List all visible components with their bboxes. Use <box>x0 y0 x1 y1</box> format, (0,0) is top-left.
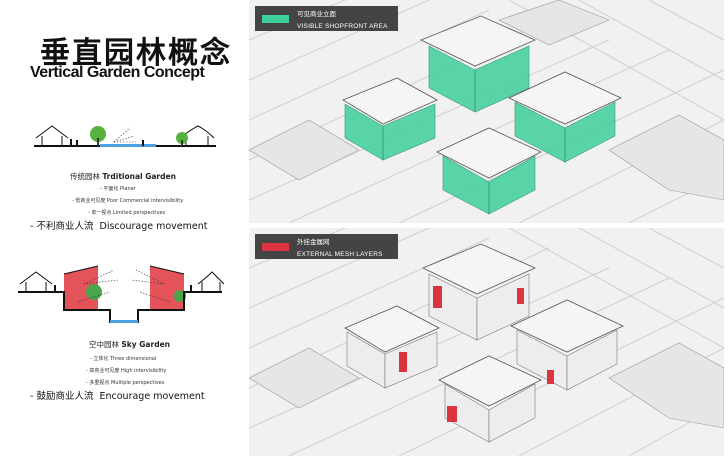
legend-swatch-green <box>262 14 289 23</box>
sky-garden-section <box>18 265 224 323</box>
mesh-panel <box>547 370 554 384</box>
building-b <box>420 15 536 113</box>
shopfront-axonometric-panel: 可见商业立面 VISIBLE SHOPFRONT AREA <box>249 0 724 223</box>
tree-left <box>90 126 106 142</box>
water-strip <box>100 144 156 147</box>
sunken-ground-line <box>18 291 222 323</box>
sky-caption: 空中园林 Sky Garden <box>89 340 170 349</box>
legend-swatch-red <box>262 242 289 251</box>
mesh-panel <box>399 352 407 372</box>
tree-right <box>176 132 188 144</box>
shopfront-axonometric-drawing <box>249 0 724 223</box>
traditional-point-3: - 单一视点 Limited perspectives <box>88 210 166 216</box>
traditional-caption: 传统园林 Trditional Garden <box>70 172 176 181</box>
sky-point-1: - 立体化 Three dimensional <box>90 356 157 362</box>
building-a <box>342 77 438 161</box>
mesh-building-a <box>344 305 440 389</box>
mesh-panel <box>433 286 442 308</box>
pavilion-roof-left <box>35 125 69 139</box>
sky-flow: - 鼓励商业人流 Encourage movement <box>30 391 205 402</box>
mesh-building-b <box>422 243 536 341</box>
mesh-axonometric-drawing <box>249 228 724 456</box>
traditional-point-1: - 平面化 Planar <box>100 186 136 192</box>
building-c <box>508 71 622 163</box>
sky-water-strip <box>110 320 138 323</box>
sky-point-3: - 多重视点 Multiple perspectives <box>86 380 165 386</box>
legend-visible-shopfront: 可见商业立面 VISIBLE SHOPFRONT AREA <box>255 6 398 31</box>
traditional-point-2: - 低商业可见度 Poor Commercial intervisibility <box>72 198 184 204</box>
mesh-axonometric-panel: 外挂金属网 EXTERNAL MESH LAYERS <box>249 228 724 456</box>
mesh-building-d <box>438 355 542 443</box>
mesh-building-c <box>510 299 624 391</box>
building-d <box>436 127 542 215</box>
mesh-panel <box>517 288 524 304</box>
page-title-cn: 垂直园林概念 <box>40 36 232 71</box>
page-title-en: Vertical Garden Concept <box>30 64 205 81</box>
sky-point-2: - 高商业可见度 High intervisibility <box>86 368 167 374</box>
mesh-panel <box>447 406 457 422</box>
people-figures <box>70 139 144 146</box>
traditional-garden-section <box>34 125 216 147</box>
legend-external-mesh: 外挂金属网 EXTERNAL MESH LAYERS <box>255 234 398 259</box>
traditional-flow: - 不利商业人流 Discourage movement <box>30 221 208 232</box>
sky-tree-left <box>86 284 102 300</box>
